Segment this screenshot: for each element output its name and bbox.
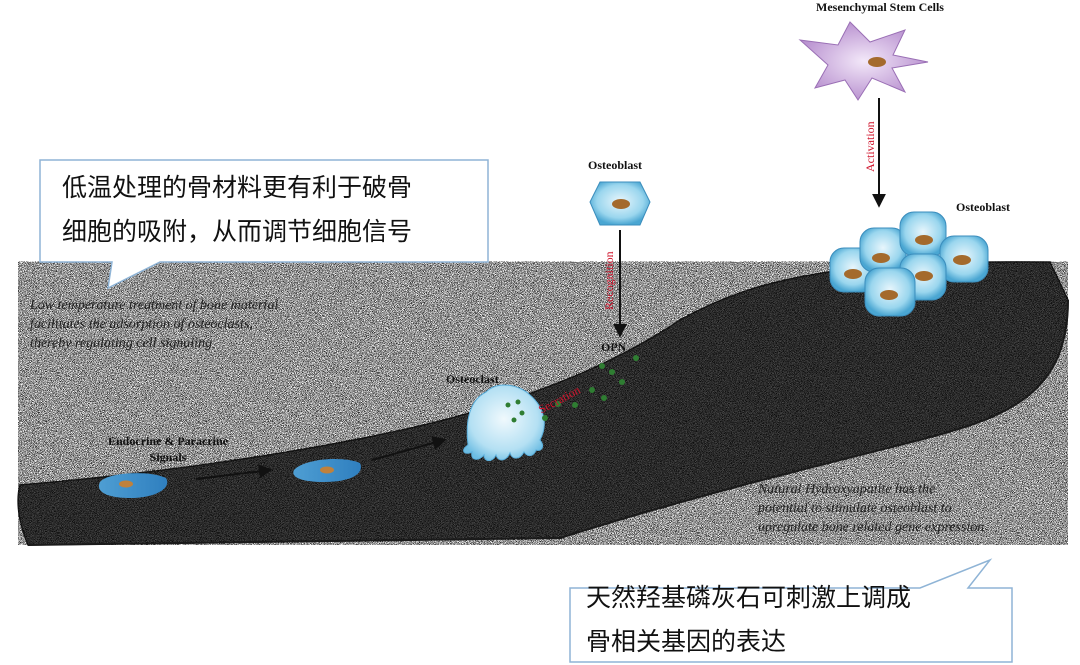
osteoblast-cluster [829, 211, 989, 317]
mesenchymal-stem-cell [798, 21, 929, 101]
msc-nucleus [868, 57, 886, 67]
osteoblast-mid [589, 181, 651, 226]
signal-arrow-2 [371, 436, 447, 461]
callout-left-text: 低温处理的骨材料更有利于破骨 细胞的吸附，从而调节细胞信号 [62, 173, 413, 246]
callout-left-box [39, 159, 489, 290]
signals-label-line2: Signals [149, 450, 187, 464]
opn-secretion-dots [542, 355, 639, 421]
left-english-note: Low temperature treatment of bone materi… [30, 298, 279, 351]
msc-label: Mesenchymal Stem Cells [816, 0, 944, 14]
recognition-label: Recognition [602, 251, 616, 310]
opn-label: OPN [601, 340, 627, 354]
signals-label-line1: Endocrine & Paracrine [108, 434, 228, 448]
osteoclast [463, 384, 545, 462]
signal-arrow-1 [195, 464, 273, 480]
signal-cell-1 [98, 473, 168, 498]
bone-slab [17, 261, 1069, 546]
osteoclast-label: Osteoclast [446, 372, 499, 386]
activation-label: Activation [863, 121, 877, 172]
callout-right-box [569, 558, 1013, 663]
right-english-note: Natural Hydroxyapatite has the potential… [758, 482, 985, 535]
osteoblast-mid-label: Osteoblast [588, 158, 642, 172]
signal-cell-2 [293, 458, 361, 482]
osteoblast-cluster-label: Osteoblast [956, 200, 1010, 214]
callout-right-text: 天然羟基磷灰石可刺激上调成 骨相关基因的表达 [586, 583, 912, 656]
